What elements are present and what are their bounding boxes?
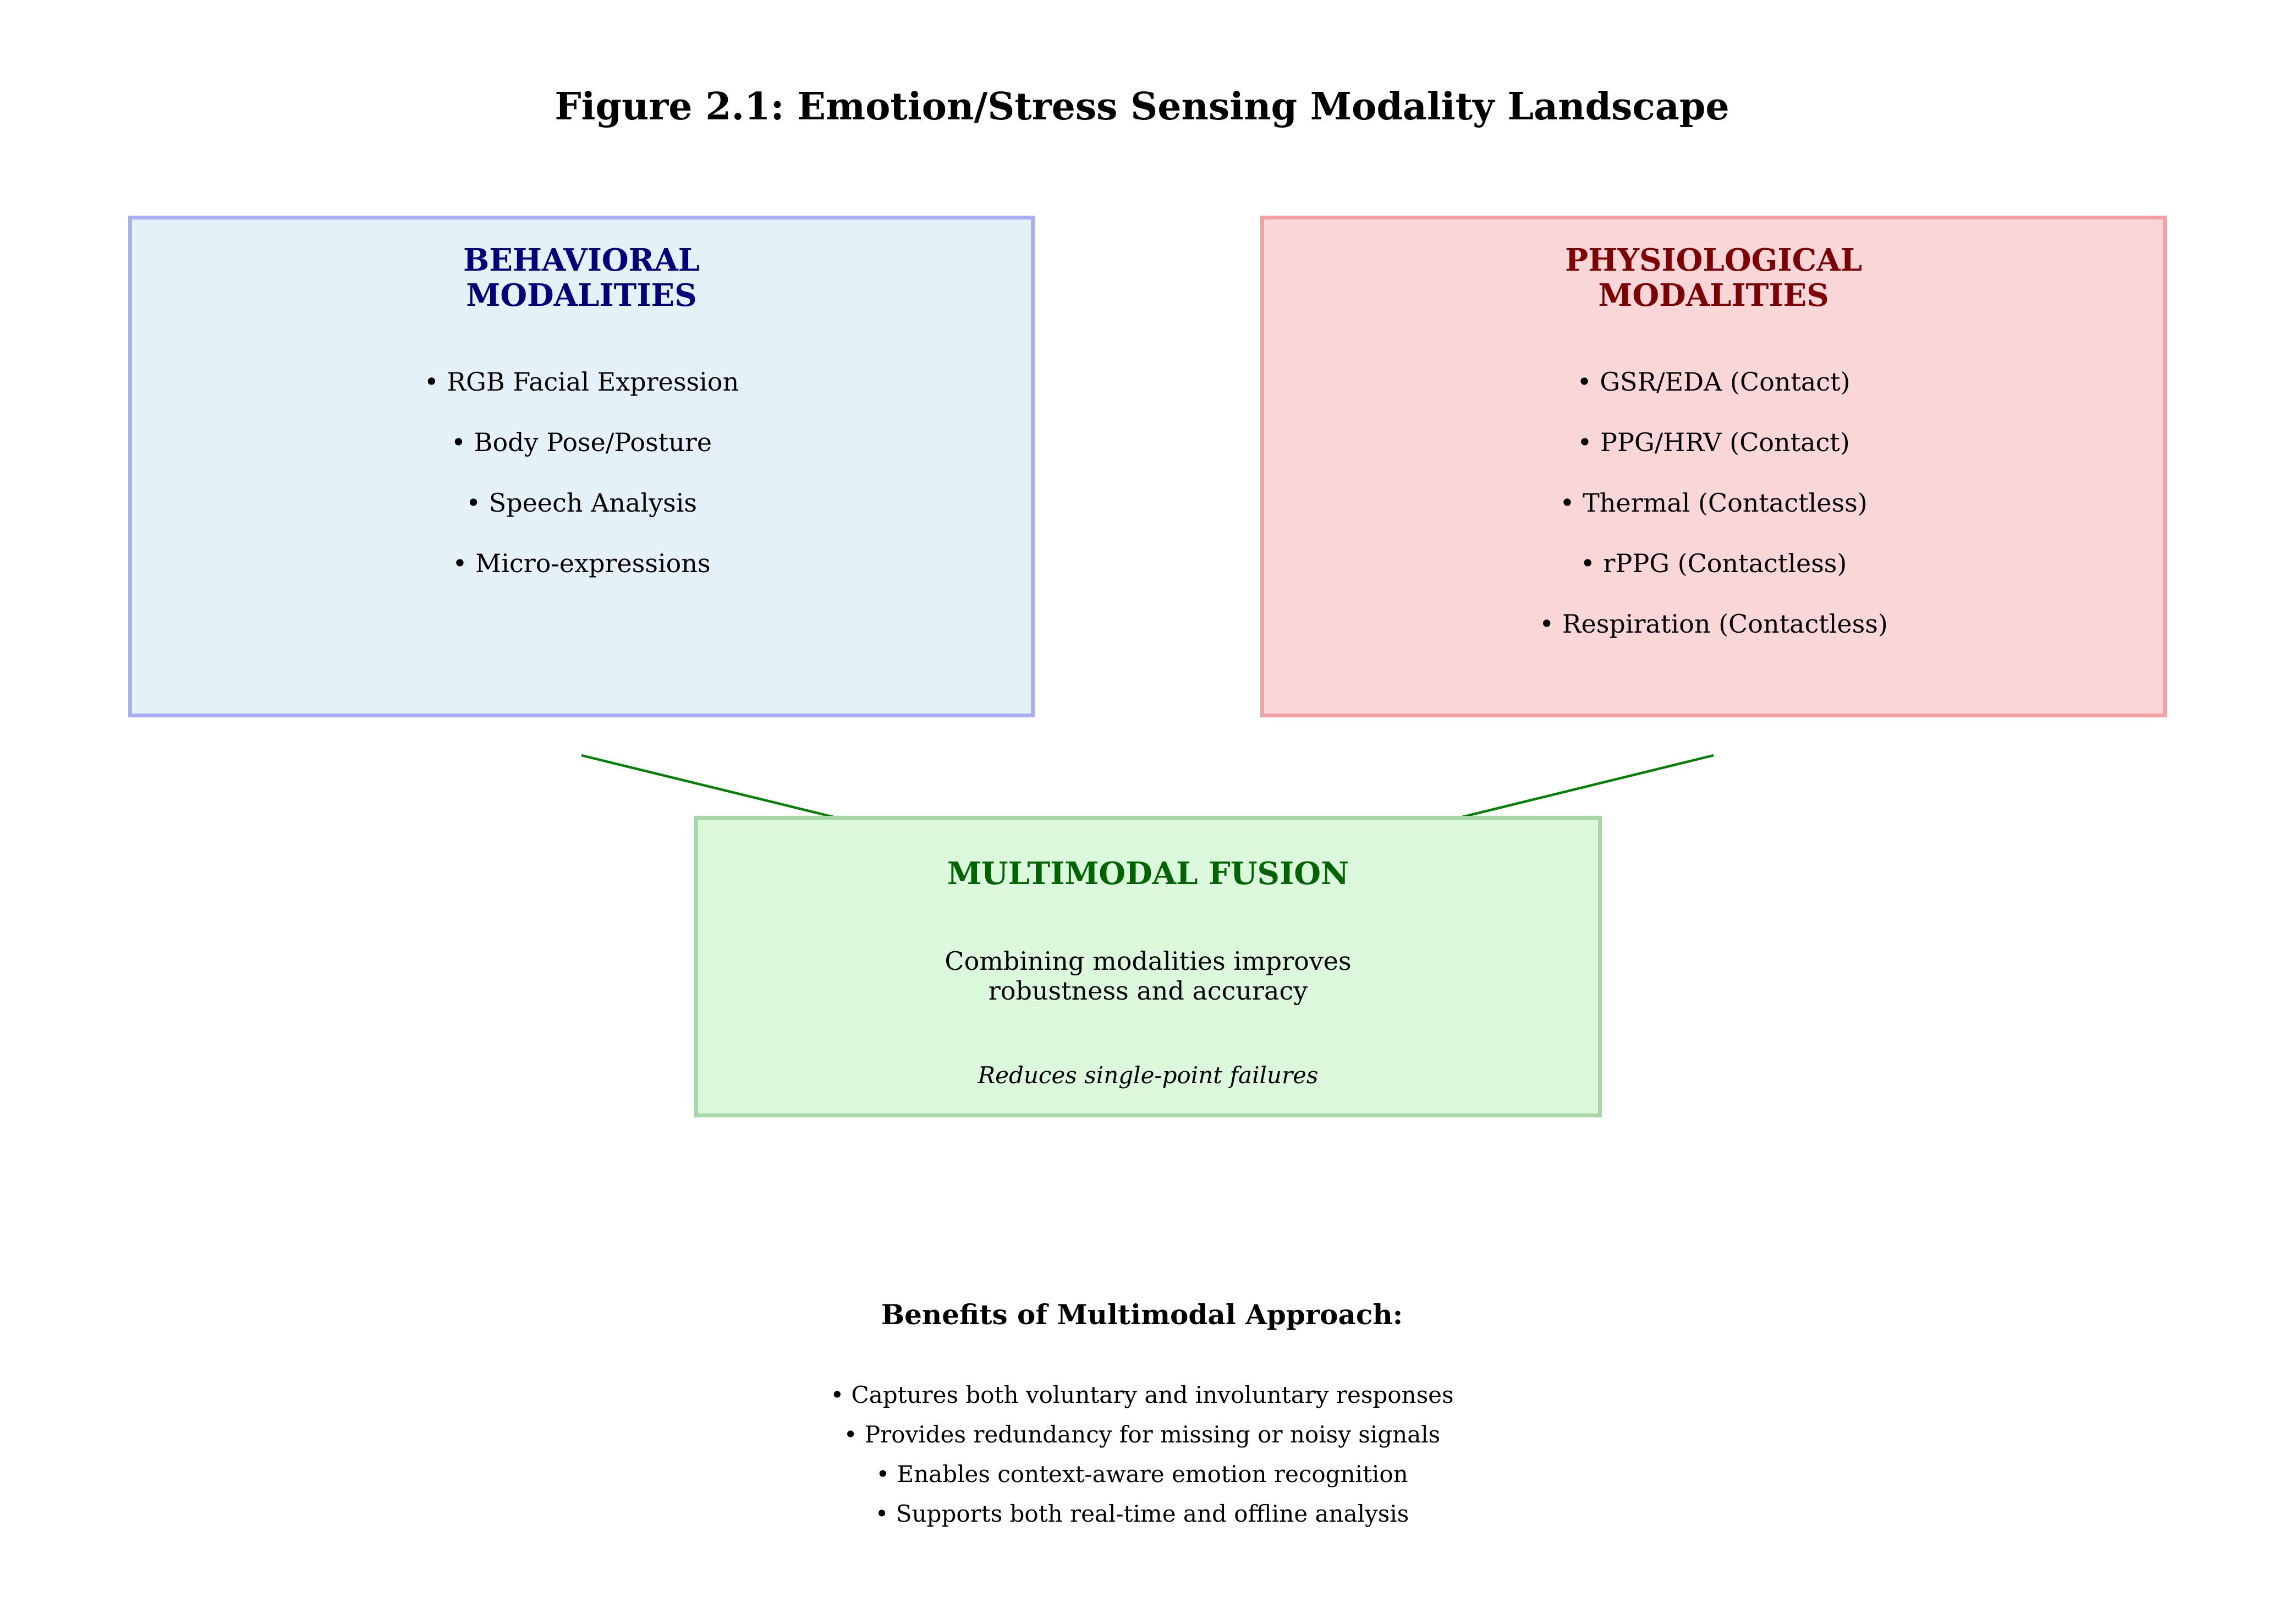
benefit-item: • Provides redundancy for missing or noi… [843,1421,1441,1448]
behavioral-item: • Micro-expressions [452,548,711,578]
behavioral-item: • RGB Facial Expression [424,367,739,397]
physiological-item: • Respiration (Contactless) [1539,609,1888,639]
physiological-item: • GSR/EDA (Contact) [1577,367,1851,397]
fusion-note: Reduces single-point failures [978,1062,1319,1089]
physiological-item: • Thermal (Contactless) [1560,488,1868,518]
behavioral-item: • Body Pose/Posture [451,427,712,457]
physiological-modalities-box: PHYSIOLOGICAL MODALITIES • GSR/EDA (Cont… [1260,216,2167,717]
benefits-title: Benefits of Multimodal Approach: [881,1298,1403,1331]
behavioral-item: • Speech Analysis [465,488,698,518]
benefits-list: • Captures both voluntary and involuntar… [0,1375,2284,1534]
behavioral-heading: BEHAVIORAL MODALITIES [463,242,700,314]
behavioral-modalities-box: BEHAVIORAL MODALITIES • RGB Facial Expre… [128,216,1035,717]
multimodal-fusion-box: MULTIMODAL FUSION Combining modalities i… [694,816,1602,1117]
physiological-heading: PHYSIOLOGICAL MODALITIES [1565,242,1862,314]
benefit-item: • Enables context-aware emotion recognit… [876,1461,1408,1488]
benefit-item: • Supports both real-time and offline an… [875,1500,1409,1527]
behavioral-items-list: • RGB Facial Expression • Body Pose/Post… [132,352,1031,594]
fusion-heading: MULTIMODAL FUSION [947,855,1349,892]
physiological-items-list: • GSR/EDA (Contact) • PPG/HRV (Contact) … [1264,352,2163,654]
physiological-item: • PPG/HRV (Contact) [1577,427,1850,457]
figure-title: Figure 2.1: Emotion/Stress Sensing Modal… [554,85,1730,129]
physiological-item: • rPPG (Contactless) [1580,548,1847,578]
fusion-description: Combining modalities improves robustness… [945,946,1352,1006]
benefit-item: • Captures both voluntary and involuntar… [830,1381,1454,1408]
